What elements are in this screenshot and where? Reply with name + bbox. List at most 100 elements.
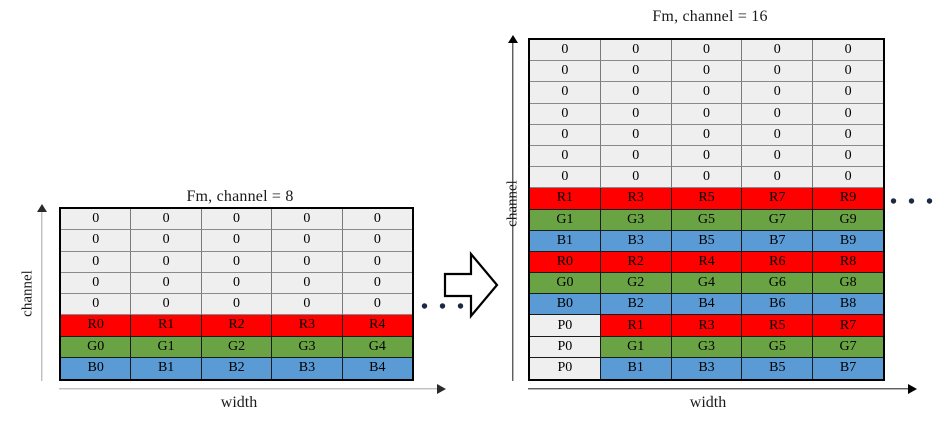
right-grid-cell: B7 — [742, 230, 814, 252]
right-grid-cell: R8 — [813, 251, 883, 274]
left-grid-cell: G2 — [201, 336, 273, 358]
right-channel-axis-label: channel — [504, 180, 521, 227]
right-grid-cell: R0 — [530, 251, 601, 274]
left-grid-cell: 0 — [342, 294, 413, 316]
left-grid-cell: 0 — [272, 230, 343, 252]
right-grid-cell: G1 — [600, 336, 672, 358]
right-grid-cell: R9 — [813, 188, 883, 210]
right-grid-cell: 0 — [813, 61, 883, 83]
right-grid-cell: 0 — [530, 82, 601, 104]
right-grid-cell: 0 — [742, 82, 814, 104]
right-grid-cell: G7 — [813, 336, 883, 358]
left-grid-cell: 0 — [272, 272, 343, 294]
right-grid-cell: 0 — [600, 40, 672, 62]
left-grid-cell: R4 — [342, 315, 413, 337]
left-grid-cell: 0 — [342, 230, 413, 252]
right-grid-cell: R2 — [600, 251, 672, 274]
right-grid-cell: R6 — [742, 251, 814, 274]
right-grid-cell: G9 — [813, 209, 883, 231]
right-grid-cell: 0 — [671, 61, 743, 83]
right-grid-cell: 0 — [530, 167, 601, 189]
right-grid-cell: 0 — [530, 145, 601, 168]
right-grid-cell: R7 — [742, 188, 814, 210]
left-channel-axis-line — [41, 205, 43, 381]
right-grid-cell: R1 — [600, 315, 672, 337]
right-grid-cell: 0 — [600, 103, 672, 125]
right-grid-cell: B2 — [600, 294, 672, 316]
right-grid-cell: G5 — [742, 336, 814, 358]
left-grid-ellipsis: • • • — [421, 296, 468, 318]
right-grid-cell: 0 — [600, 145, 672, 168]
left-grid-cell: 0 — [131, 294, 202, 316]
right-grid-cell: 0 — [530, 124, 601, 146]
left-grid-cell: 0 — [201, 294, 273, 316]
right-grid-cell: 0 — [813, 40, 883, 62]
left-panel-title: Fm, channel = 8 — [186, 188, 294, 205]
left-grid-cell: 0 — [131, 251, 202, 273]
left-grid-cell: R2 — [201, 315, 273, 337]
left-grid-cell: 0 — [201, 230, 273, 252]
left-grid-cell: G0 — [61, 336, 132, 358]
right-grid-cell: 0 — [813, 103, 883, 125]
right-grid-cell: 0 — [600, 124, 672, 146]
right-grid-cell: 0 — [742, 145, 814, 168]
left-grid-cell: 0 — [61, 272, 132, 294]
left-grid-cell: 0 — [272, 251, 343, 273]
right-grid-cell: B0 — [530, 294, 601, 316]
left-grid-cell: 0 — [342, 209, 413, 231]
left-channel-axis-arrowhead-icon — [37, 204, 47, 212]
right-grid-cell: P0 — [530, 336, 601, 358]
right-grid-cell: 0 — [742, 167, 814, 189]
right-grid-cell: B1 — [530, 230, 601, 252]
right-grid-cell: 0 — [813, 82, 883, 104]
right-channel-axis — [507, 35, 519, 381]
left-grid-cell: 0 — [61, 251, 132, 273]
right-grid-cell: 0 — [671, 103, 743, 125]
right-grid-cell: P0 — [530, 315, 601, 337]
right-grid-cell: G5 — [671, 209, 743, 231]
left-grid-cell: R3 — [272, 315, 343, 337]
left-width-axis-label: width — [220, 394, 258, 411]
left-grid-cell: B4 — [342, 357, 413, 379]
right-grid-cell: 0 — [742, 61, 814, 83]
left-grid-cell: 0 — [272, 209, 343, 231]
left-grid-cell: 0 — [272, 294, 343, 316]
left-grid-cell: 0 — [201, 272, 273, 294]
right-grid-cell: P0 — [530, 357, 601, 379]
left-channel-axis — [36, 204, 48, 381]
right-grid-cell: B8 — [813, 294, 883, 316]
right-width-axis-label: width — [689, 394, 727, 411]
left-grid-cell: 0 — [61, 209, 132, 231]
left-grid-cell: B0 — [61, 357, 132, 379]
right-grid-cell: 0 — [813, 145, 883, 168]
right-grid-cell: 0 — [530, 40, 601, 62]
right-grid-cell: G3 — [600, 209, 672, 231]
right-grid-cell: R4 — [671, 251, 743, 274]
left-grid-cell: B1 — [131, 357, 202, 379]
left-grid-cell: R0 — [61, 315, 132, 337]
left-grid-cell: R1 — [131, 315, 202, 337]
left-channel-axis-label: channel — [19, 270, 36, 317]
right-grid-cell: 0 — [813, 167, 883, 189]
right-grid-cell: G0 — [530, 273, 601, 295]
right-grid-cell: G1 — [530, 209, 601, 231]
